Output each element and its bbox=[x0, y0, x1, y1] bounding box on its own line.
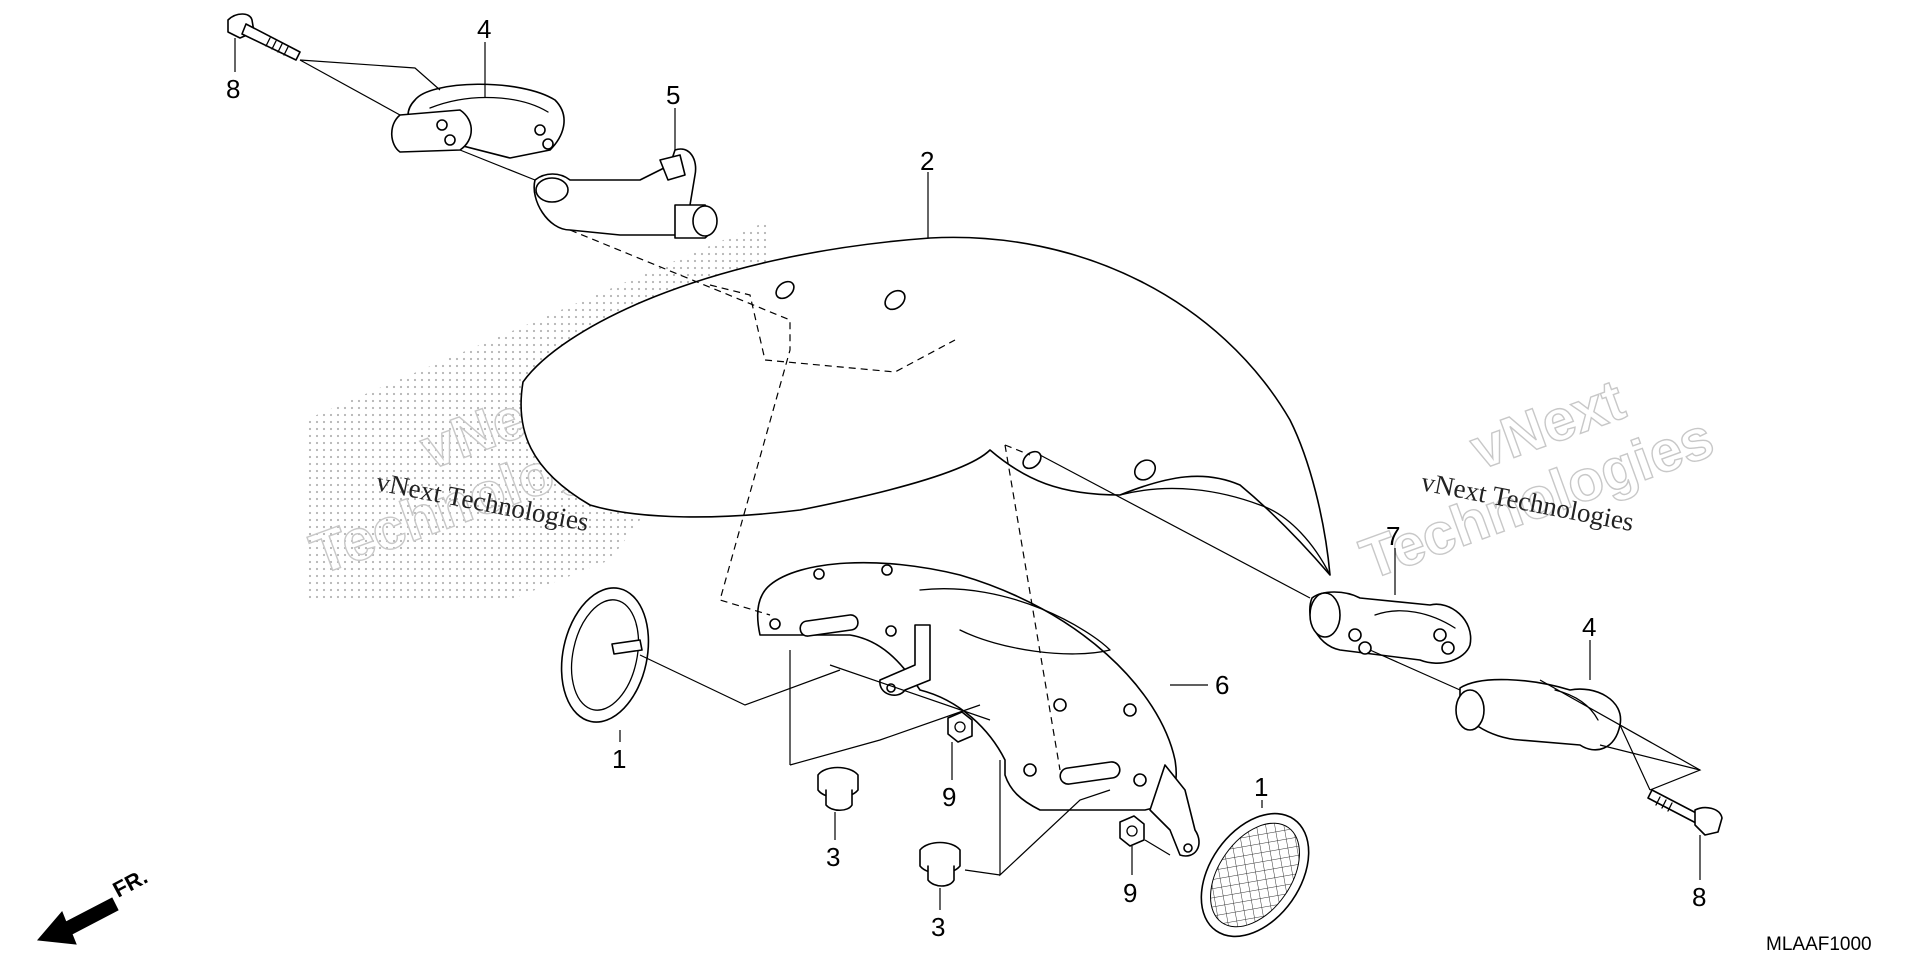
clamp-right bbox=[1309, 591, 1472, 664]
callout-6: 6 bbox=[1215, 670, 1229, 700]
callout-4-left: 4 bbox=[477, 14, 491, 44]
callout-8-left: 8 bbox=[226, 74, 240, 104]
bracket-left bbox=[533, 148, 718, 239]
clamp-cap-right bbox=[1455, 678, 1622, 751]
clamp-left bbox=[390, 83, 565, 159]
bolt-right bbox=[1647, 789, 1723, 836]
callout-labels: 8 4 5 2 1 6 7 4 8 1 9 9 3 3 bbox=[226, 14, 1706, 942]
callout-2: 2 bbox=[920, 146, 934, 176]
callout-5: 5 bbox=[666, 80, 680, 110]
reflector-right bbox=[1200, 812, 1310, 938]
front-label: FR. bbox=[109, 864, 152, 903]
callout-3-right: 3 bbox=[931, 912, 945, 942]
reflector-left bbox=[560, 587, 650, 723]
fender-stay bbox=[756, 561, 1200, 857]
collar-right bbox=[919, 841, 961, 887]
callout-leaders bbox=[234, 38, 1701, 910]
callout-7: 7 bbox=[1386, 521, 1400, 551]
nut-right bbox=[1119, 815, 1145, 847]
front-direction-indicator: FR. bbox=[37, 864, 152, 945]
callout-1-right: 1 bbox=[1254, 772, 1268, 802]
callout-1-left: 1 bbox=[612, 744, 626, 774]
assembly-lines bbox=[299, 59, 1702, 877]
callout-3-left: 3 bbox=[826, 842, 840, 872]
callout-4-right: 4 bbox=[1582, 612, 1596, 642]
collar-left bbox=[817, 766, 859, 812]
diagram-code: MLAAF1000 bbox=[1766, 934, 1872, 955]
callout-9-left: 9 bbox=[942, 782, 956, 812]
callout-9-right: 9 bbox=[1123, 878, 1137, 908]
nut-left bbox=[947, 711, 973, 743]
callout-8-right: 8 bbox=[1692, 882, 1706, 912]
front-arrow-icon bbox=[37, 897, 119, 945]
bolt-left bbox=[227, 13, 301, 61]
watermark-right: vNext Technologies vNext Technologies bbox=[1352, 366, 1723, 593]
front-fender bbox=[520, 236, 1331, 576]
